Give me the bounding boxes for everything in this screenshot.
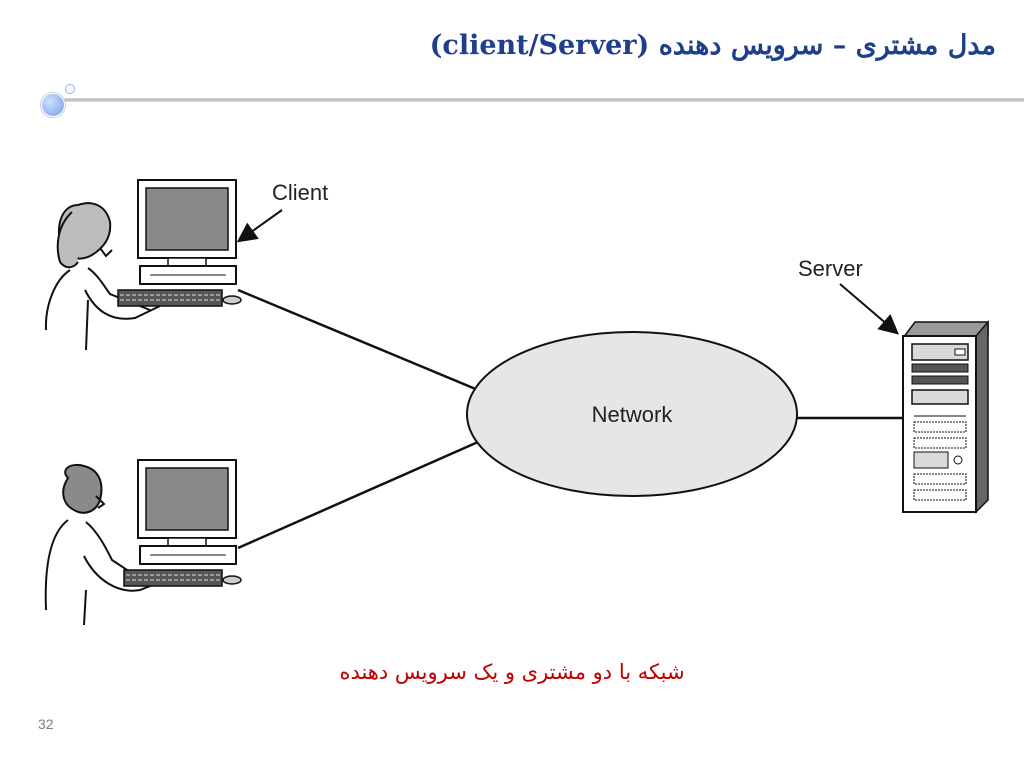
client-1: Client bbox=[44, 179, 328, 351]
bullet-circle-icon bbox=[41, 93, 65, 117]
bullet-circle-small-icon bbox=[65, 84, 75, 94]
computer-icon bbox=[117, 179, 242, 307]
person-icon bbox=[44, 202, 161, 351]
network-ellipse: Network bbox=[466, 331, 798, 497]
client1-network-link bbox=[237, 288, 479, 392]
client-label: Client bbox=[272, 180, 328, 205]
server-tower-icon bbox=[901, 319, 989, 514]
server-label-arrow bbox=[839, 283, 900, 335]
server-label: Server bbox=[798, 256, 863, 281]
slide-title: مدل مشتری – سرویس دهنده (client/Server) bbox=[429, 30, 996, 61]
client-2 bbox=[44, 459, 242, 626]
figure-caption: شبکه با دو مشتری و یک سرویس دهنده bbox=[339, 660, 685, 684]
title-divider bbox=[52, 98, 1024, 102]
computer-icon bbox=[123, 459, 242, 587]
client2-network-link bbox=[237, 440, 479, 550]
server: Server bbox=[798, 256, 989, 514]
network-label: Network bbox=[592, 402, 674, 427]
person-icon bbox=[44, 464, 161, 626]
client-label-arrow bbox=[236, 209, 283, 243]
page-number: 32 bbox=[38, 716, 54, 732]
